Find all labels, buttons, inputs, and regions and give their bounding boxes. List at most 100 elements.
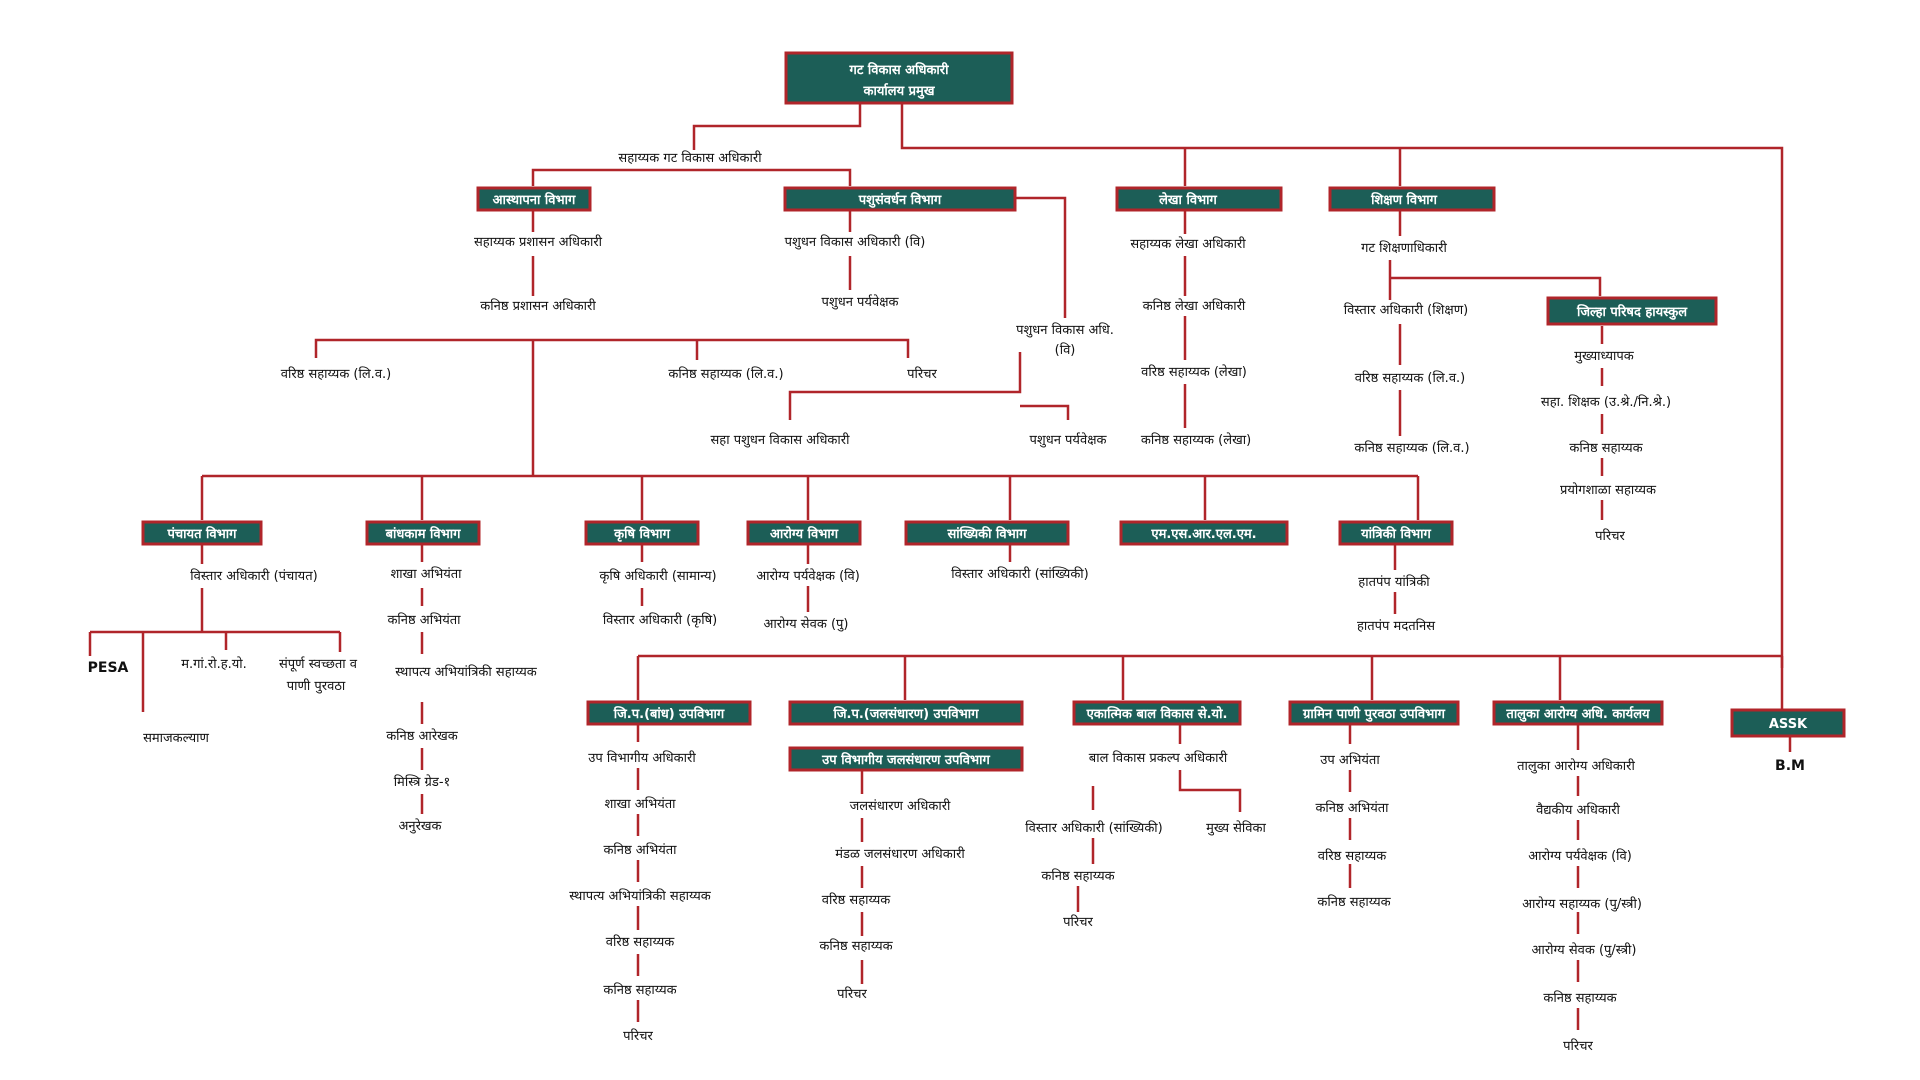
label-kanishth-sah-lekha: कनिष्ठ सहाय्यक (लेखा) (1141, 432, 1251, 448)
box-arogya: आरोग्य विभाग (746, 520, 862, 546)
box-panchayat: पंचायत विभाग (141, 520, 263, 546)
box-zp-bandh: जि.प.(बांध) उपविभाग (586, 700, 752, 726)
connector-lines (88, 102, 1792, 1030)
label-kanishth-lekha: कनिष्ठ लेखा अधिकारी (1143, 298, 1246, 314)
box-up-jal: उप विभागीय जलसंधारण उपविभाग (788, 746, 1024, 772)
label-pashudhan-vikas-vi: पशुधन विकास अधिकारी (वि) (785, 234, 926, 250)
label-parichar-e: परिचर (1063, 914, 1093, 930)
label-kanishth-sah-liv-2: कनिष्ठ सहाय्यक (लि.व.) (1354, 440, 1469, 456)
label-mistri: मिस्त्रि ग्रेड-१ (394, 774, 451, 790)
label-varishth-sah-liv-2: वरिष्ठ सहाय्यक (लि.व.) (1355, 370, 1466, 386)
box-taluka-arogya: तालुका आरोग्य अधि. कार्यलय (1492, 700, 1664, 726)
box-bandhkam: बांधकाम विभाग (365, 520, 481, 546)
svg-text:जि.प.(जलसंधारण) उपविभाग: जि.प.(जलसंधारण) उपविभाग (833, 706, 980, 722)
box-yantriki: यांत्रिकी विभाग (1338, 520, 1454, 546)
label-jalsandharan: जलसंधारण अधिकारी (850, 798, 951, 814)
label-swachhata-1: संपूर्ण स्वच्छता व (279, 656, 358, 672)
svg-text:जिल्हा परिषद हायस्कुल: जिल्हा परिषद हायस्कुल (1576, 304, 1688, 320)
label-mgnrega: म.गां.रो.ह.यो. (181, 656, 247, 672)
label-shakha-abhiyanta-2: शाखा अभियंता (604, 796, 676, 812)
box-lekha: लेखा विभाग (1115, 186, 1283, 212)
svg-text:जि.प.(बांध) उपविभाग: जि.प.(बांध) उपविभाग (613, 706, 725, 722)
label-parichar: परिचर (907, 366, 937, 382)
svg-text:ग्रामिन पाणी पुरवठा उपविभाग: ग्रामिन पाणी पुरवठा उपविभाग (1302, 706, 1446, 722)
label-pashudhan-paryavekshak: पशुधन पर्यवेक्षक (821, 294, 899, 310)
label-vistar-krushi: विस्तार अधिकारी (कृषि) (603, 612, 717, 628)
label-parichar-j: परिचर (837, 986, 867, 1002)
svg-text:पंचायत विभाग: पंचायत विभाग (167, 526, 238, 542)
label-parichar-t: परिचर (1563, 1038, 1593, 1054)
label-bal-vikas: बाल विकास प्रकल्प अधिकारी (1089, 750, 1228, 766)
label-sthapatya-2: स्थापत्य अभियांत्रिकी सहाय्यक (569, 888, 712, 904)
label-vistar-sankhyiki-2: विस्तार अधिकारी (सांख्यिकी) (1025, 820, 1163, 836)
label-parichar-hs: परिचर (1595, 528, 1625, 544)
label-sah-prashasan: सहाय्यक प्रशासन अधिकारी (474, 234, 603, 250)
label-taluka-arogya-adhikari: तालुका आरोग्य अधिकारी (1517, 758, 1635, 774)
label-arogya-paryavekshak: आरोग्य पर्यवेक्षक (वि) (756, 568, 860, 584)
label-up-abhiyanta: उप अभियंता (1320, 752, 1380, 768)
svg-text:एकात्मिक बाल विकास से.यो.: एकात्मिक बाल विकास से.यो. (1086, 706, 1228, 722)
svg-text:उप विभागीय जलसंधारण उपविभाग: उप विभागीय जलसंधारण उपविभाग (821, 752, 990, 768)
label-varishth-sah-liv: वरिष्ठ सहाय्यक (लि.व.) (281, 366, 392, 382)
svg-text:तालुका आरोग्य अधि. कार्यलय: तालुका आरोग्य अधि. कार्यलय (1505, 706, 1650, 722)
box-zp-jal: जि.प.(जलसंधारण) उपविभाग (788, 700, 1024, 726)
label-pashudhan-vikas-adhi-2: (वि) (1055, 342, 1076, 358)
label-saha-pashudhan: सहा पशुधन विकास अधिकारी (711, 432, 851, 448)
box-ekatmik: एकात्मिक बाल विकास से.यो. (1072, 700, 1242, 726)
label-shakha-abhiyanta: शाखा अभियंता (390, 566, 462, 582)
label-arogya-sevak-2: आरोग्य सेवक (पु/स्त्री) (1532, 942, 1637, 958)
label-vistar-sankhyiki: विस्तार अधिकारी (सांख्यिकी) (951, 566, 1089, 582)
top-box-line1: गट विकास अधिकारी (849, 62, 950, 78)
label-varishth-sahayyak-b: वरिष्ठ सहाय्यक (606, 934, 676, 950)
label-sah-lekha: सहाय्यक लेखा अधिकारी (1130, 236, 1246, 252)
label-arogya-paryavekshak-2: आरोग्य पर्यवेक्षक (वि) (1528, 848, 1632, 864)
label-kanishth-sahayyak-e: कनिष्ठ सहाय्यक (1041, 868, 1115, 884)
box-asthapana: आस्थापना विभाग (476, 186, 592, 212)
label-kanishth-arekhak: कनिष्ठ आरेखक (386, 728, 459, 744)
label-varishth-sah-lekha: वरिष्ठ सहाय्यक (लेखा) (1141, 364, 1247, 380)
box-pashusanvardhan: पशुसंवर्धन विभाग (783, 186, 1017, 212)
label-varishth-sahayyak-g: वरिष्ठ सहाय्यक (1318, 848, 1388, 864)
svg-text:एम.एस.आर.एल.एम.: एम.एस.आर.एल.एम. (1150, 527, 1256, 542)
label-arogya-sahayyak: आरोग्य सहाय्यक (पु/स्त्री) (1522, 896, 1642, 912)
top-box-line2: कार्यालय प्रमुख (863, 83, 936, 99)
role-labels: सहाय्यक गट विकास अधिकारी सहाय्यक प्रशासन… (88, 150, 1805, 1054)
label-parichar-b: परिचर (623, 1028, 653, 1044)
label-kanishth-abhiyanta-2: कनिष्ठ अभियंता (603, 842, 677, 858)
box-sankhyiki: सांख्यिकी विभाग (904, 520, 1070, 546)
label-samajkalyan: समाजकल्याण (143, 731, 209, 746)
box-krushi: कृषि विभाग (584, 520, 700, 546)
svg-text:शिक्षण विभाग: शिक्षण विभाग (1370, 192, 1438, 208)
label-hatpamp-madatnis: हातपंप मदतनिस (1357, 618, 1435, 634)
box-shikshan: शिक्षण विभाग (1328, 186, 1496, 212)
box-gramin-pani: ग्रामिन पाणी पुरवठा उपविभाग (1288, 700, 1460, 726)
svg-text:यांत्रिकी विभाग: यांत्रिकी विभाग (1360, 526, 1431, 542)
label-prayogshala: प्रयोगशाळा सहाय्यक (1560, 482, 1657, 498)
label-hatpamp-yantriki: हातपंप यांत्रिकी (1358, 574, 1430, 590)
label-vaidyakiya: वैद्यकीय अधिकारी (1536, 802, 1620, 818)
svg-text:कृषि विभाग: कृषि विभाग (613, 526, 670, 542)
label-gat-shikshan: गट शिक्षणाधिकारी (1361, 240, 1447, 256)
label-kanishth-sahayyak-b: कनिष्ठ सहाय्यक (603, 982, 677, 998)
label-bm: B.M (1775, 758, 1805, 774)
label-kanishth-sahayyak-j: कनिष्ठ सहाय्यक (819, 938, 893, 954)
label-up-vibhagiya: उप विभागीय अधिकारी (588, 750, 696, 766)
label-kanishth-abhiyanta: कनिष्ठ अभियंता (387, 612, 461, 628)
label-vistar-panchayat: विस्तार अधिकारी (पंचायत) (190, 568, 317, 584)
svg-text:बांधकाम विभाग: बांधकाम विभाग (385, 526, 462, 542)
top-box: गट विकास अधिकारी कार्यालय प्रमुख (784, 51, 1014, 105)
label-swachhata-2: पाणी पुरवठा (287, 678, 346, 694)
svg-text:आस्थापना विभाग: आस्थापना विभाग (493, 192, 576, 208)
label-mukhyadhyapak: मुख्याध्यापक (1574, 349, 1634, 364)
label-anurekhak: अनुरेखक (398, 818, 442, 834)
label-kanishth-sahayyak-hs: कनिष्ठ सहाय्यक (1569, 440, 1643, 456)
label-sahayyak-gat: सहाय्यक गट विकास अधिकारी (618, 150, 762, 166)
label-sthapatya: स्थापत्य अभियांत्रिकी सहाय्यक (395, 664, 538, 680)
label-mandal-jalsandharan: मंडळ जलसंधारण अधिकारी (835, 846, 965, 862)
svg-text:लेखा विभाग: लेखा विभाग (1158, 192, 1217, 208)
svg-text:सांख्यिकी विभाग: सांख्यिकी विभाग (947, 526, 1028, 542)
box-msrlm: एम.एस.आर.एल.एम. (1119, 520, 1289, 546)
label-arogya-sevak: आरोग्य सेवक (पु) (764, 616, 849, 632)
label-kanishth-sah-liv: कनिष्ठ सहाय्यक (लि.व.) (668, 366, 783, 382)
